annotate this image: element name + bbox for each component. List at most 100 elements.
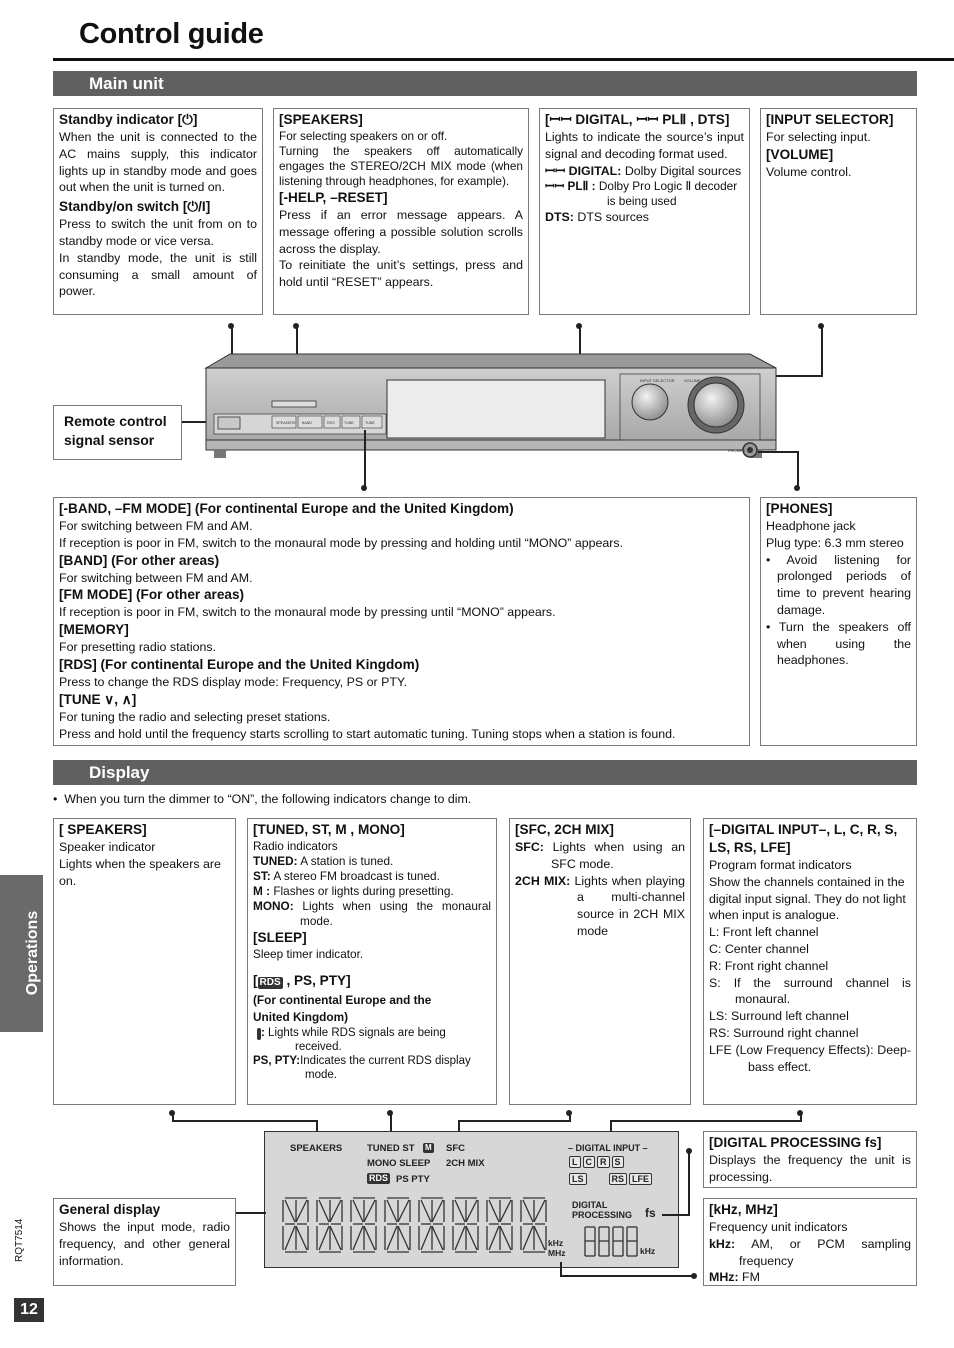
lcd-ch-r: R (597, 1156, 610, 1168)
standby-power-text: In standby mode, the unit is still consu… (59, 250, 257, 299)
channel-r: R: Front right channel (709, 958, 829, 973)
general-display-box: General display Shows the input mode, ra… (53, 1198, 236, 1286)
lcd-segment (397, 1199, 410, 1223)
phones-plug-text: Plug type: 6.3 mm stereo (766, 535, 904, 550)
speakers-title: [SPEAKERS] (279, 112, 363, 127)
lcd-segment (397, 1225, 410, 1251)
lcd-segment (363, 1225, 376, 1251)
input-selector-text: For selecting input. (766, 130, 871, 144)
speakers-text-2: Turning the speakers off automatically e… (279, 144, 523, 188)
mono-label: MONO: (253, 899, 294, 913)
phones-box: [PHONES] Headphone jack Plug type: 6.3 m… (760, 497, 917, 746)
lcd-display: SPEAKERS TUNED ST M SFC MONO SLEEP 2CH M… (264, 1131, 679, 1268)
lcd-2ch-mix: 2CH MIX (446, 1158, 485, 1169)
volume-knob (693, 382, 739, 428)
display-window (386, 379, 606, 439)
lcd-segment (454, 1225, 466, 1251)
channel-ls: LS: Surround left channel (709, 1009, 849, 1024)
sleep-title: [SLEEP] (253, 930, 307, 945)
receiver-unit-drawing: INPUT SELECTOR VOLUME PHONES SPEAKERS BA… (204, 353, 777, 458)
channel-c: C: Center channel (709, 941, 809, 956)
side-tab-label: Operations (24, 910, 41, 996)
lcd-segment (284, 1199, 296, 1223)
phones-device-label: PHONES (728, 448, 745, 453)
lcd-khz-2: kHz (640, 1246, 656, 1256)
rds-region-note: (For continental Europe and the United K… (253, 993, 432, 1024)
khz-mhz-title: [kHz, MHz] (709, 1202, 778, 1217)
help-reset-text-2: To reinitiate the unit’s settings, press… (279, 258, 523, 290)
btn-label-speakers: SPEAKERS (276, 421, 296, 425)
display-sfc-box: [SFC, 2CH MIX] SFC: Lights when using an… (509, 818, 691, 1105)
mono-text: Lights when using the monaural mode. (300, 899, 491, 928)
memory-title: [MEMORY] (59, 622, 129, 638)
digital-processing-text: Displays the frequency the unit is proce… (709, 1153, 911, 1184)
channel-s: S: If the surround channel is monaural. (709, 975, 911, 1007)
rds-text: Press to change the RDS display mode: Fr… (59, 674, 408, 689)
lcd-segment (386, 1199, 398, 1223)
lcd-tuned-st: TUNED ST (367, 1143, 415, 1154)
phones-title: [PHONES] (766, 501, 833, 516)
lcd-segment (533, 1225, 546, 1251)
input-volume-box: [INPUT SELECTOR] For selecting input. [V… (760, 108, 917, 315)
main-unit-heading: Main unit (53, 71, 917, 96)
lcd-m-icon: M (423, 1143, 434, 1153)
speakers-text: For selecting speakers on or off. (279, 129, 448, 143)
channel-l: L: Front left channel (709, 925, 819, 940)
mhz-label: MHz: (709, 1270, 739, 1285)
channel-rs: RS: Surround right channel (709, 1025, 859, 1040)
ps-pty-text: Indicates the current RDS display mode. (300, 1055, 471, 1081)
lcd-segment (465, 1199, 478, 1223)
volume-title: [VOLUME] (766, 146, 834, 162)
tune-title: [TUNE ∨, ∧] (59, 691, 137, 707)
tuned-label: TUNED: (253, 854, 298, 868)
phones-bullet-2: • Turn the speakers off when using the h… (766, 619, 911, 668)
display-speakers-title: [ SPEAKERS] (59, 822, 147, 837)
band-other-text: For switching between FM and AM. (59, 570, 253, 585)
rds-button (323, 415, 341, 429)
lcd-ch-rs: RS (608, 1173, 628, 1185)
standby-indicator-title: Standby indicator [⏻] (59, 112, 198, 127)
lcd-rds-icon: RDS (367, 1173, 391, 1184)
tuned-title: [TUNED, ST, M , MONO] (253, 822, 405, 837)
khz-mhz-text: Frequency unit indicators (709, 1220, 848, 1234)
input-selector-device-label: INPUT SELECTOR (640, 378, 675, 383)
memory-text: For presetting radio stations. (59, 640, 217, 655)
fm-mode-title: [FM MODE] (For other areas) (59, 587, 245, 603)
band-box: [-BAND, –FM MODE] (For continental Europ… (53, 497, 750, 746)
dts-text: DTS sources (577, 210, 649, 225)
rds-colon: : (261, 1027, 265, 1039)
digital-processing-box: [DIGITAL PROCESSING fs] Displays the fre… (703, 1131, 917, 1188)
input-selector-knob (631, 383, 669, 421)
digital-processing-title: [DIGITAL PROCESSING fs] (709, 1135, 882, 1150)
lcd-segment (454, 1199, 466, 1223)
band-text-2: If reception is poor in FM, switch to th… (59, 535, 624, 550)
khz-text: AM, or PCM sampling frequency (739, 1236, 911, 1268)
lcd-segment (420, 1199, 432, 1223)
lcd-ch-ls: LS (569, 1173, 587, 1185)
sfc-title: [SFC, 2CH MIX] (515, 822, 614, 837)
lcd-segment (465, 1225, 478, 1251)
dts-label: DTS: (545, 210, 574, 225)
speakers-box: [SPEAKERS] For selecting speakers on or … (273, 108, 529, 315)
lcd-segment (318, 1225, 330, 1251)
dolby-digital-text: Dolby Digital sources (624, 163, 742, 178)
display-heading: Display (53, 760, 917, 785)
m-label: M : (253, 884, 271, 898)
digital-title: [ꟷꟷ DIGITAL, ꟷꟷ PLⅡ , DTS] (545, 112, 730, 127)
channels-text: Program format indicators (709, 858, 852, 872)
lcd-speakers: SPEAKERS (290, 1143, 343, 1154)
title-rule (53, 58, 954, 61)
general-display-text: Shows the input mode, radio frequency, a… (59, 1220, 230, 1268)
page-title: Control guide (79, 18, 264, 50)
lcd-segment (329, 1225, 342, 1251)
lcd-segment (352, 1225, 364, 1251)
volume-device-label: VOLUME (684, 378, 701, 383)
input-selector-title: [INPUT SELECTOR] (766, 112, 894, 127)
btn-label-tune-down: TUNE (344, 421, 354, 425)
radio-indicators-text: Radio indicators (253, 839, 338, 853)
remote-sensor-label: Remote control signal sensor (64, 413, 167, 448)
rds-title: [RDS] (For continental Europe and the Un… (59, 656, 420, 672)
tune-down-button (341, 415, 361, 429)
mix-label: 2CH MIX: (515, 873, 571, 888)
display-speakers-text-2: Lights when the speakers are on. (59, 856, 221, 888)
